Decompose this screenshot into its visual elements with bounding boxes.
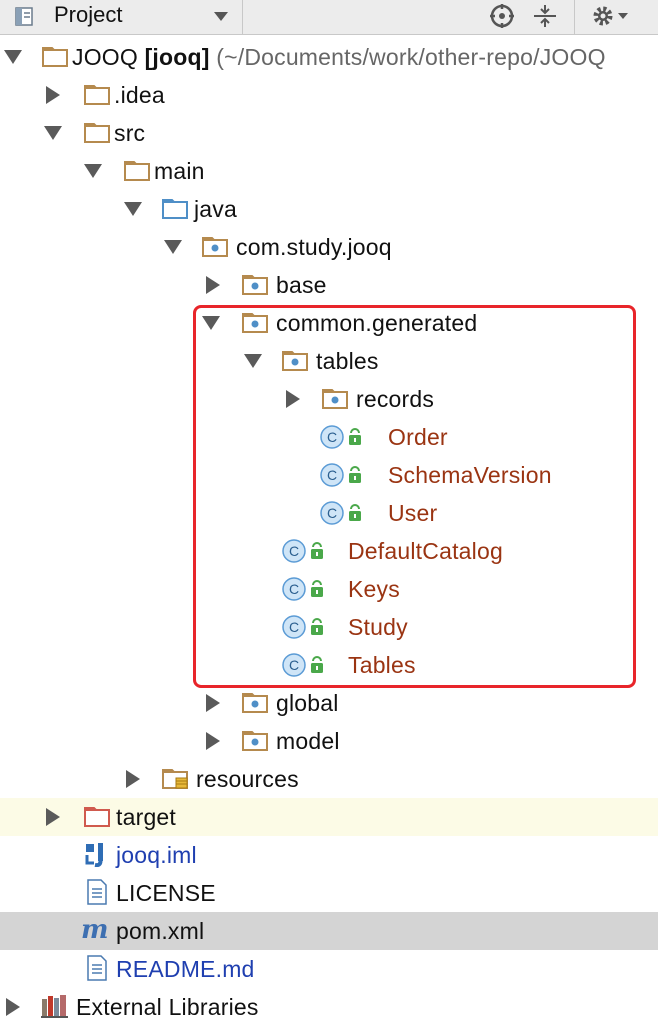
expand-arrow-icon[interactable]	[4, 50, 22, 64]
tree-node-label: Order	[388, 424, 448, 450]
tree-node-common-generated[interactable]: common.generated	[0, 304, 658, 342]
tree-node-resources[interactable]: resources	[0, 760, 658, 798]
folder-icon	[84, 83, 110, 105]
collapse-icon[interactable]	[532, 3, 558, 29]
tree-node-class-default-catalog[interactable]: DefaultCatalog	[0, 532, 658, 570]
gear-icon[interactable]	[590, 3, 632, 29]
tree-node-label: User	[388, 500, 438, 526]
tree-node-src[interactable]: src	[0, 114, 658, 152]
resources-folder-icon	[162, 767, 188, 789]
tree-node-label: resources	[196, 766, 299, 792]
tree-node-idea[interactable]: .idea	[0, 76, 658, 114]
tree-node-package[interactable]: com.study.jooq	[0, 228, 658, 266]
maven-icon	[80, 917, 110, 943]
expand-arrow-icon[interactable]	[126, 770, 140, 788]
tree-node-label: src	[114, 120, 146, 146]
libraries-icon	[40, 993, 70, 1019]
tree-node-class-keys[interactable]: Keys	[0, 570, 658, 608]
tree-node-class-tables[interactable]: Tables	[0, 646, 658, 684]
expand-arrow-icon[interactable]	[84, 164, 102, 178]
tree-node-class-study[interactable]: Study	[0, 608, 658, 646]
tree-node-jooq-iml[interactable]: jooq.iml	[0, 836, 658, 874]
chevron-down-icon[interactable]	[214, 12, 228, 21]
tree-node-label: External Libraries	[76, 994, 259, 1020]
view-selector-label[interactable]: Project	[54, 2, 123, 27]
tree-node-label: com.study.jooq	[236, 234, 392, 260]
tree-node-java[interactable]: java	[0, 190, 658, 228]
excluded-folder-icon	[84, 805, 110, 827]
iml-file-icon	[84, 841, 110, 867]
tree-node-label: JOOQ [jooq] (~/Documents/work/other-repo…	[72, 44, 606, 70]
module-folder-icon	[42, 45, 68, 67]
package-icon	[202, 235, 228, 257]
tree-node-tables[interactable]: tables	[0, 342, 658, 380]
project-view-icon	[15, 7, 33, 26]
text-file-icon	[86, 879, 108, 905]
package-icon	[242, 729, 268, 751]
tree-node-records[interactable]: records	[0, 380, 658, 418]
source-folder-icon	[162, 197, 188, 219]
tree-node-global[interactable]: global	[0, 684, 658, 722]
tree-node-external-libraries[interactable]: External Libraries	[0, 988, 658, 1026]
package-icon	[242, 691, 268, 713]
tree-node-label: common.generated	[276, 310, 478, 336]
tree-node-label: README.md	[116, 956, 255, 982]
expand-arrow-icon[interactable]	[164, 240, 182, 254]
tree-node-class-schema-version[interactable]: SchemaVersion	[0, 456, 658, 494]
tree-node-label: LICENSE	[116, 880, 216, 906]
toolbar-divider	[574, 0, 575, 34]
tree-node-label: model	[276, 728, 340, 754]
expand-arrow-icon[interactable]	[202, 316, 220, 330]
tree-node-class-order[interactable]: Order	[0, 418, 658, 456]
tree-node-label: Study	[348, 614, 408, 640]
tree-node-target[interactable]: target	[0, 798, 658, 836]
folder-icon	[84, 121, 110, 143]
tree-node-label: DefaultCatalog	[348, 538, 503, 564]
project-toolbar: Project	[0, 0, 658, 35]
tree-node-readme[interactable]: README.md	[0, 950, 658, 988]
tree-node-label: .idea	[114, 82, 165, 108]
tree-node-label: SchemaVersion	[388, 462, 552, 488]
expand-arrow-icon[interactable]	[244, 354, 262, 368]
expand-arrow-icon[interactable]	[206, 732, 220, 750]
tree-node-label: base	[276, 272, 327, 298]
expand-arrow-icon[interactable]	[6, 998, 20, 1016]
expand-arrow-icon[interactable]	[286, 390, 300, 408]
expand-arrow-icon[interactable]	[124, 202, 142, 216]
text-file-icon	[86, 955, 108, 981]
tree-node-label: jooq.iml	[116, 842, 197, 868]
expand-arrow-icon[interactable]	[46, 808, 60, 826]
tree-node-label: Tables	[348, 652, 416, 678]
toolbar-divider	[242, 0, 243, 34]
folder-icon	[124, 159, 150, 181]
expand-arrow-icon[interactable]	[46, 86, 60, 104]
tree-node-label: main	[154, 158, 205, 184]
expand-arrow-icon[interactable]	[44, 126, 62, 140]
tree-node-model[interactable]: model	[0, 722, 658, 760]
tree-node-class-user[interactable]: User	[0, 494, 658, 532]
tree-node-pom[interactable]: pom.xml	[0, 912, 658, 950]
tree-node-license[interactable]: LICENSE	[0, 874, 658, 912]
tree-node-base[interactable]: base	[0, 266, 658, 304]
highlight-annotation-box	[193, 305, 636, 688]
expand-arrow-icon[interactable]	[206, 276, 220, 294]
tree-node-label: records	[356, 386, 435, 412]
tree-node-root[interactable]: JOOQ [jooq] (~/Documents/work/other-repo…	[0, 38, 658, 76]
tree-node-label: java	[194, 196, 237, 222]
tree-node-label: target	[116, 804, 177, 830]
tree-node-main[interactable]: main	[0, 152, 658, 190]
package-icon	[242, 273, 268, 295]
tree-node-label: pom.xml	[116, 918, 205, 944]
locate-icon[interactable]	[488, 3, 516, 29]
tree-node-label: global	[276, 690, 339, 716]
tree-node-label: tables	[316, 348, 379, 374]
tree-node-label: Keys	[348, 576, 400, 602]
expand-arrow-icon[interactable]	[206, 694, 220, 712]
